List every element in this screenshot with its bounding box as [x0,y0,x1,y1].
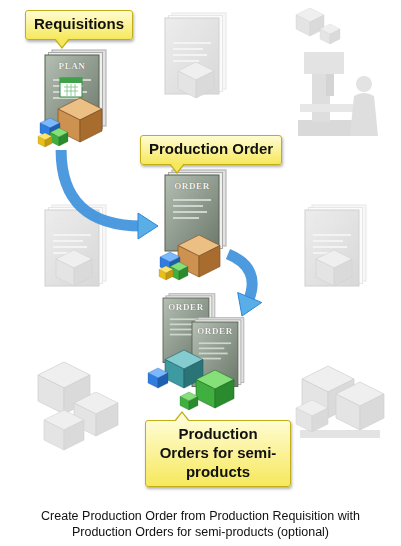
faded-machine [298,52,378,136]
arrow-head [138,213,158,239]
callout-box: Production Orders for semi-products [145,420,291,487]
caption: Create Production Order from Production … [30,508,371,541]
callout-text: Requisitions [34,15,124,34]
order-document [159,170,226,280]
callout-box: Production Order [140,135,282,165]
node-region: Production Orders for semi-products [145,292,242,412]
document-title: PLAN [59,61,86,71]
arrow-shaft [228,254,252,301]
plan-document [38,50,106,147]
faded-box [296,400,328,432]
callout-text: Production Order [149,140,273,159]
faded-box [296,8,324,36]
node-region: Requisitions [38,48,104,150]
document-title: ORDER [314,216,350,226]
arrow-head [238,293,262,316]
faded-box [320,24,340,44]
document-title: ORDER [54,216,90,226]
callout-text: Production Orders for semi-products [154,425,282,481]
faded-document [45,205,106,286]
node-region: Production Order [158,170,228,282]
document-title: ORDER [174,181,210,191]
document-title: ORDER [197,326,233,336]
faded-items [38,8,384,450]
callout-box: Requisitions [25,10,133,40]
faded-box [56,250,92,286]
faded-box [44,410,84,450]
faded-box [336,382,384,430]
flow-arrow [228,254,262,316]
document-title: ORDER [168,302,204,312]
faded-document [305,205,366,286]
faded-box [178,62,214,98]
faded-box [316,250,352,286]
arrow-shaft [61,150,142,226]
semi-order-documents [148,294,244,410]
